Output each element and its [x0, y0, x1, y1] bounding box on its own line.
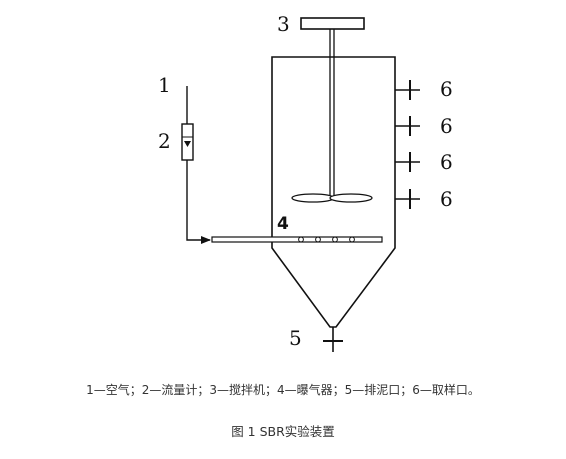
reactor-vessel	[271, 56, 396, 328]
aerator-hole	[349, 236, 355, 243]
flowmeter-float	[184, 141, 191, 147]
label-sampling-port-1: 6	[440, 77, 453, 101]
figure-caption: 图 1 SBR实验装置	[231, 424, 335, 439]
label-sampling-port-3: 6	[440, 150, 453, 174]
figure-legend: 1—空气；2—流量计；3—搅拌机；4—曝气器；5—排泥口；6—取样口。	[86, 383, 480, 397]
aerator-hole	[315, 236, 321, 243]
aerator-hole	[332, 236, 338, 243]
air-supply-pipe	[186, 160, 211, 244]
sampling-port-2	[395, 116, 420, 136]
label-flowmeter: 2	[158, 129, 171, 153]
label-sampling-port-2: 6	[440, 114, 453, 138]
label-stirrer: 3	[277, 12, 290, 36]
label-sampling-port-4: 6	[440, 187, 453, 211]
aerator-hole	[298, 236, 304, 243]
impeller-blade-right	[329, 193, 373, 203]
stirrer-motor	[300, 17, 365, 30]
sampling-port-4	[395, 189, 420, 209]
label-drain: 5	[289, 326, 302, 350]
label-aerator: 4	[277, 214, 289, 234]
aerator	[211, 236, 383, 243]
sampling-port-1	[395, 80, 420, 100]
sampling-port-3	[395, 152, 420, 172]
impeller-blade-left	[291, 193, 335, 203]
label-air: 1	[158, 73, 171, 97]
